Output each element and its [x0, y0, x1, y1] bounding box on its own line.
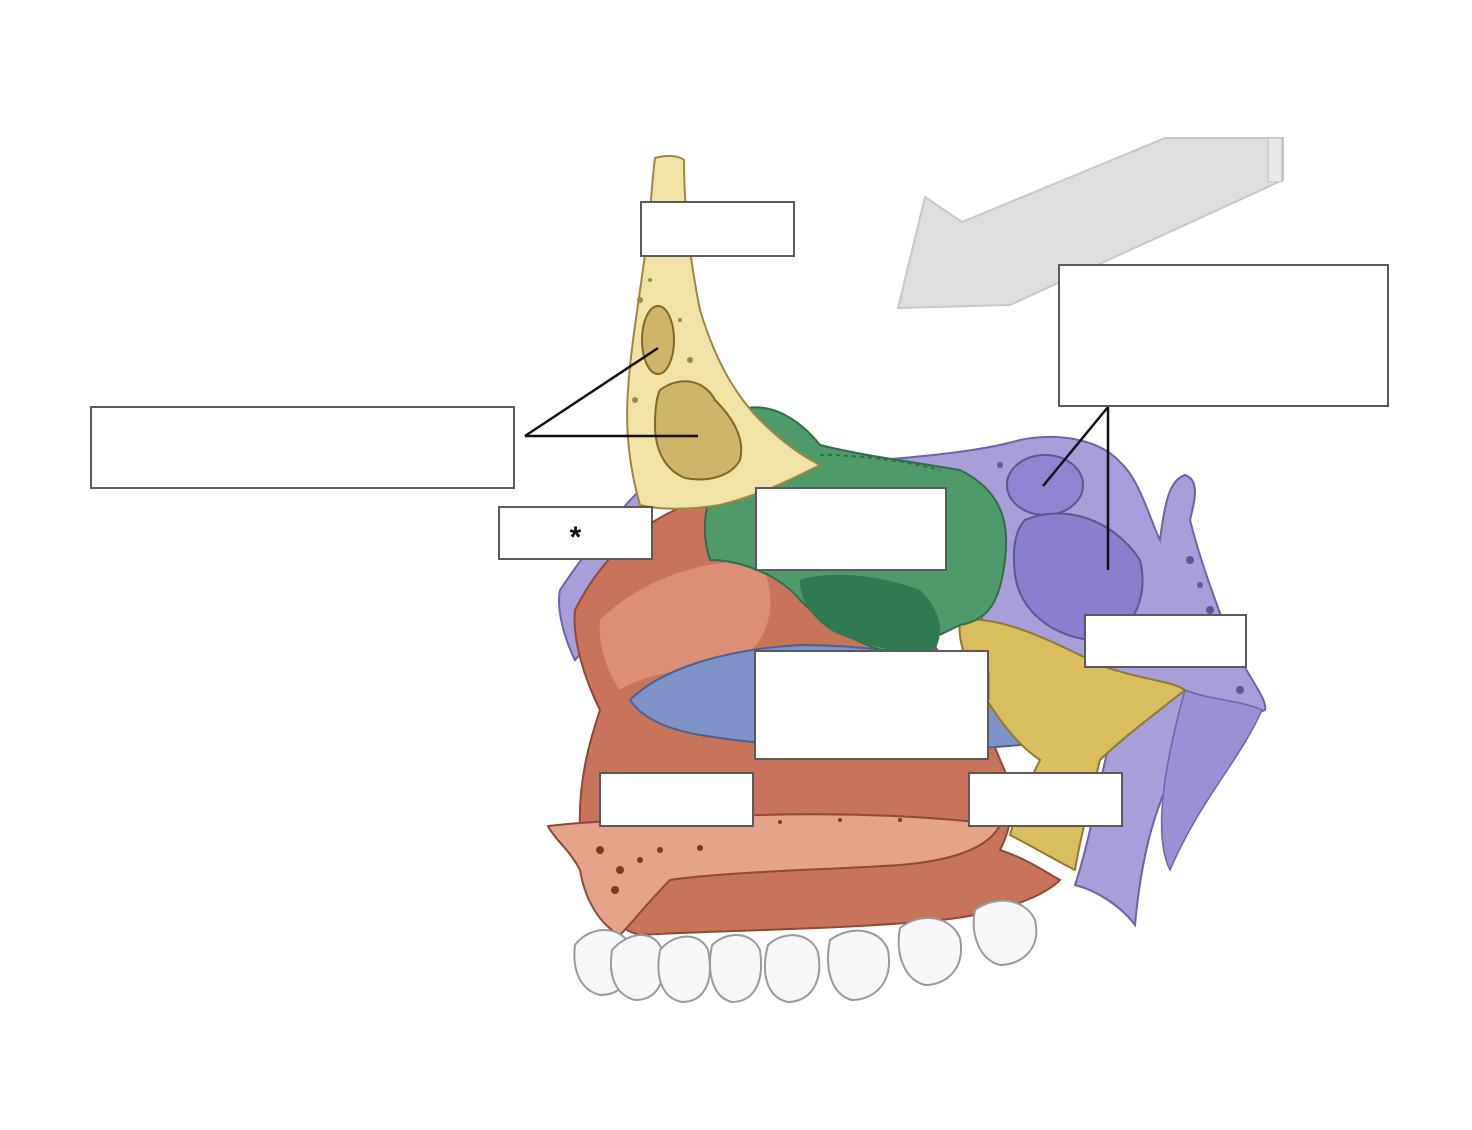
- palatine-bone-label[interactable]: [968, 772, 1123, 827]
- sphenoid-label[interactable]: [1084, 614, 1247, 668]
- frontal-sinus-upper: [641, 305, 675, 375]
- upper-teeth: [573, 899, 1038, 1004]
- superior-turbinate-label[interactable]: [755, 487, 947, 571]
- marker-asterisk: *: [569, 521, 582, 554]
- frontal-bone-label[interactable]: [640, 201, 795, 257]
- sphenoid-sinus-label[interactable]: [1058, 264, 1389, 407]
- palatine-process-label[interactable]: [599, 772, 754, 827]
- nasal-bone-label[interactable]: *: [498, 506, 653, 560]
- frontal-sinus-label[interactable]: [90, 406, 515, 489]
- direction-arrow-icon: [896, 137, 1284, 310]
- frontal-sinus-lower: [653, 380, 743, 481]
- middle-turbinate-label[interactable]: [754, 650, 989, 760]
